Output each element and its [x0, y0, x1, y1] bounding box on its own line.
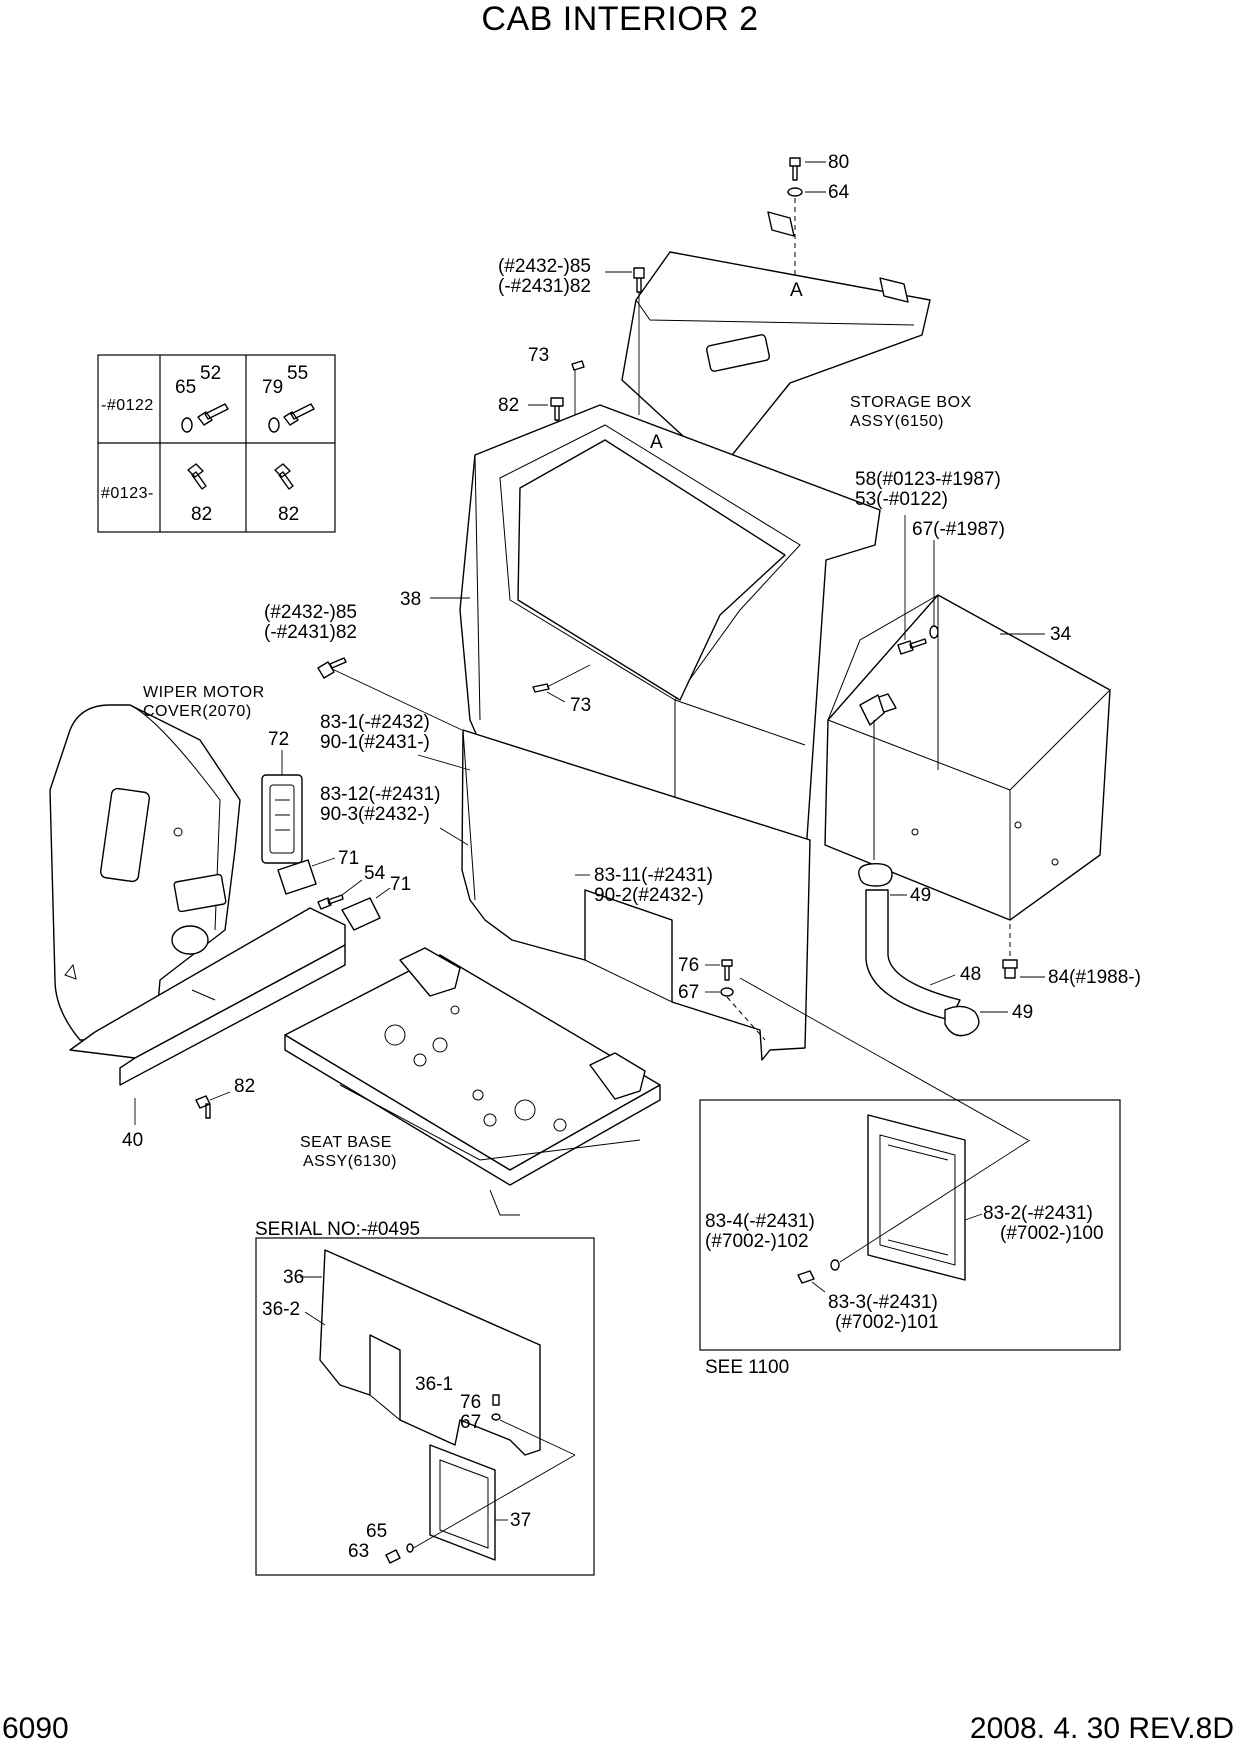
callout-83-3-b: (#7002-)101 [835, 1312, 939, 1333]
callout-84: 84(#1988-) [1048, 967, 1141, 988]
switch-panel-72: 72 [261, 729, 303, 864]
callout-83-4: 83-4(-#2431) [705, 1211, 815, 1232]
callout-48: 48 [960, 964, 981, 985]
callout-82-bottom: 82 [234, 1076, 255, 1097]
callout-34: 34 [1050, 624, 1072, 645]
wiper-cover-label-line1: WIPER MOTOR [143, 684, 265, 701]
washer-64-icon [787, 187, 803, 197]
bolt-icon [197, 403, 229, 426]
callout-76-b: 76 [460, 1392, 481, 1413]
storage-box-label-line2: ASSY(6150) [850, 413, 944, 430]
bolt-85-82-left: (#2432-)85 (-#2431)82 [264, 602, 357, 679]
inset-r1c2-washer: 79 [262, 377, 283, 398]
callout-73-top: 73 [528, 345, 549, 366]
callout-53: 53(-#0122) [855, 489, 948, 510]
callout-63: 63 [348, 1541, 369, 1562]
callout-90-1: 90-1(#2431-) [320, 732, 430, 753]
inset-r1c1-washer: 65 [175, 377, 196, 398]
callout-71-a: 71 [338, 848, 359, 869]
inset-r2c2-bolt: 82 [278, 504, 299, 525]
callout-83-11: 83-11(-#2431) [594, 865, 713, 886]
callout-72: 72 [268, 729, 289, 750]
inset-serial-row1: -#0122 [101, 397, 154, 414]
callout-83-3: 83-3(-#2431) [828, 1292, 938, 1313]
callout-36-1: 36-1 [415, 1374, 453, 1395]
callout-67-b: 67 [460, 1412, 481, 1433]
callout-a-top: A [790, 280, 803, 301]
seat-base-label-line2: ASSY(6130) [303, 1153, 397, 1170]
flange-bolt-icon [274, 463, 294, 490]
callout-82-top: (-#2431)82 [498, 276, 591, 297]
callout-37: 37 [510, 1510, 531, 1531]
serial-inset-box: SERIAL NO:-#0495 36 36-2 36-1 76 67 65 6… [255, 1219, 595, 1576]
flange-bolt-icon [187, 463, 207, 490]
see-1100-note: SEE 1100 [705, 1357, 789, 1378]
callout-85-top: (#2432-)85 [498, 256, 591, 277]
page-number: 6090 [2, 1712, 69, 1745]
callout-65-b: 65 [366, 1521, 387, 1542]
callout-82-top-left: 82 [498, 395, 519, 416]
inset-bolt-table: -#0122 #0123- 65 52 79 55 82 82 [97, 354, 336, 533]
callout-54: 54 [364, 863, 386, 884]
bolt-58-53-washer-67: 58(#0123-#1987) 53(-#0122) 67(-#1987) [855, 469, 1005, 655]
callout-90-2: 90-2(#2432-) [594, 885, 704, 906]
callout-90-3: 90-3(#2432-) [320, 804, 430, 825]
seat-base-label-line1: SEAT BASE [300, 1134, 392, 1151]
bolt-80-icon [789, 157, 801, 181]
wiper-cover-label-line2: COVER(2070) [143, 703, 252, 720]
plugs-71-screw-54: 71 54 71 [277, 848, 411, 931]
washer-icon [181, 417, 193, 433]
inset-r2c1-bolt: 82 [191, 504, 212, 525]
callout-49-b: 49 [1012, 1002, 1033, 1023]
callout-64: 64 [828, 182, 850, 203]
callout-71-b: 71 [390, 874, 411, 895]
page-title: CAB INTERIOR 2 [481, 0, 759, 38]
callout-58: 58(#0123-#1987) [855, 469, 1001, 490]
callout-85-left: (#2432-)85 [264, 602, 357, 623]
washer-icon [268, 417, 280, 433]
callout-76: 76 [678, 955, 699, 976]
callout-36: 36 [283, 1267, 304, 1288]
inset-r1c1-bolt: 52 [200, 363, 221, 384]
top-bolt-85-82: (#2432-)85 (-#2431)82 [498, 256, 645, 415]
drain-hose-48: 49 48 49 84(#1988-) [858, 694, 1141, 1037]
serial-inset-title: SERIAL NO:-#0495 [255, 1219, 420, 1240]
callout-83-2-b: (#7002-)100 [1000, 1223, 1104, 1244]
see-1100-inset-box: 83-4(-#2431) (#7002-)102 83-2(-#2431) (#… [699, 1099, 1121, 1378]
seat-base-assy: SEAT BASE ASSY(6130) [284, 947, 661, 1216]
callout-82-left: (-#2431)82 [264, 622, 357, 643]
callout-38: 38 [400, 589, 421, 610]
storage-box-label-line1: STORAGE BOX [850, 394, 972, 411]
top-bolt-assembly: 80 64 [787, 152, 850, 280]
callout-83-1: 83-1(-#2432) [320, 712, 430, 733]
lower-panel-83-90: 83-1(-#2432) 90-1(#2431-) 83-12(-#2431) … [320, 667, 811, 1061]
callout-73-mid: 73 [570, 695, 591, 716]
inset-r1c2-bolt: 55 [287, 363, 308, 384]
callout-67: 67 [678, 982, 699, 1003]
date-revision: 2008. 4. 30 REV.8D [969, 1712, 1234, 1745]
callout-83-4-b: (#7002-)102 [705, 1231, 809, 1252]
inset-serial-row2: #0123- [101, 485, 154, 502]
storage-box-lid: A STORAGE BOX ASSY(6150) [621, 211, 972, 471]
callout-36-2: 36-2 [262, 1299, 300, 1320]
duct-40: 40 82 [69, 907, 346, 1151]
bolt-icon [283, 403, 315, 426]
callout-49-a: 49 [910, 885, 931, 906]
callout-83-2: 83-2(-#2431) [983, 1203, 1093, 1224]
callout-67-1987: 67(-#1987) [912, 519, 1005, 540]
callout-83-12: 83-12(-#2431) [320, 784, 440, 805]
screw-76-washer-67: 76 67 [678, 955, 1029, 1141]
callout-a-mid: A [650, 432, 663, 453]
callout-40: 40 [122, 1130, 143, 1151]
wiper-motor-cover: WIPER MOTOR COVER(2070) [49, 684, 265, 1041]
callout-80: 80 [828, 152, 849, 173]
storage-tray-34: 34 [824, 594, 1111, 921]
